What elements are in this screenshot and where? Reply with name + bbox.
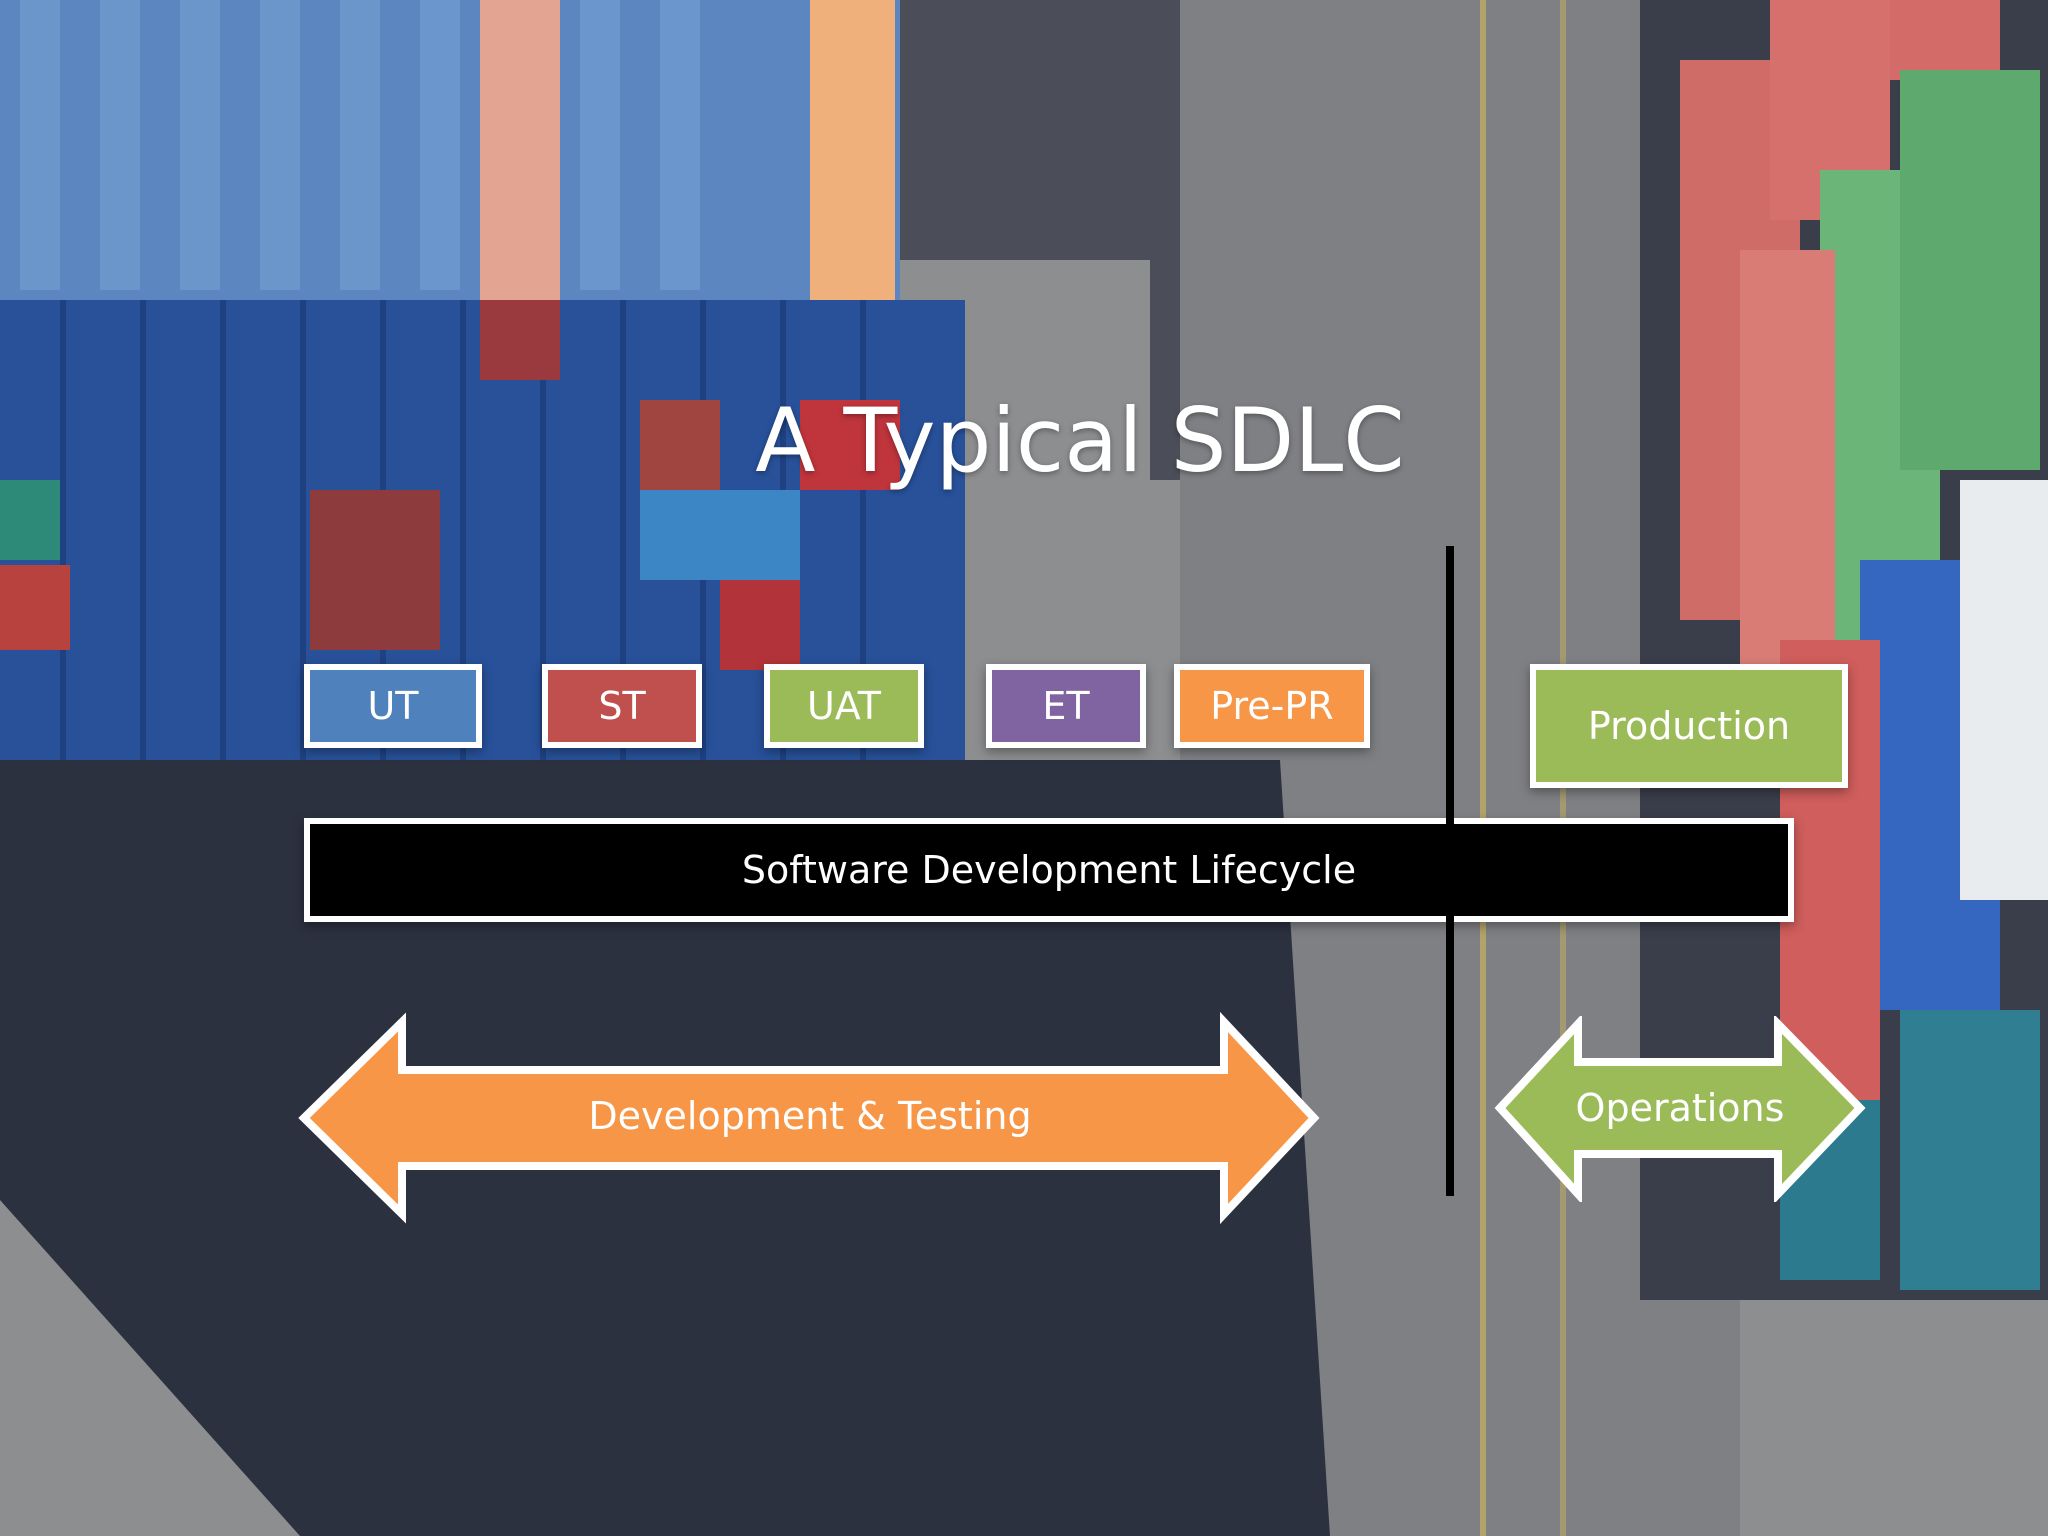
stage-box-ut: UT [304, 664, 482, 748]
stage-box-et: ET [986, 664, 1146, 748]
stage-label: ET [1042, 684, 1090, 728]
operations-label: Operations [1575, 1086, 1785, 1130]
stage-box-production: Production [1530, 664, 1848, 788]
stage-label: UT [367, 684, 419, 728]
stage-box-uat: UAT [764, 664, 924, 748]
phase-divider-line [1446, 546, 1454, 1196]
stage-box-st: ST [542, 664, 702, 748]
stage-box-pre-pr: Pre-PR [1174, 664, 1370, 748]
stage-label: Production [1587, 704, 1791, 748]
dev-testing-arrow [298, 1012, 1320, 1225]
stage-label: ST [598, 684, 646, 728]
stage-label: Pre-PR [1210, 684, 1334, 728]
operations-arrow [1494, 1016, 1866, 1202]
stage-label: UAT [806, 684, 882, 728]
lifecycle-bar-label: Software Development Lifecycle [741, 848, 1357, 892]
slide-title: A Typical SDLC [755, 388, 1405, 492]
dev-testing-label: Development & Testing [588, 1094, 1032, 1138]
lifecycle-bar: Software Development Lifecycle [304, 818, 1794, 922]
